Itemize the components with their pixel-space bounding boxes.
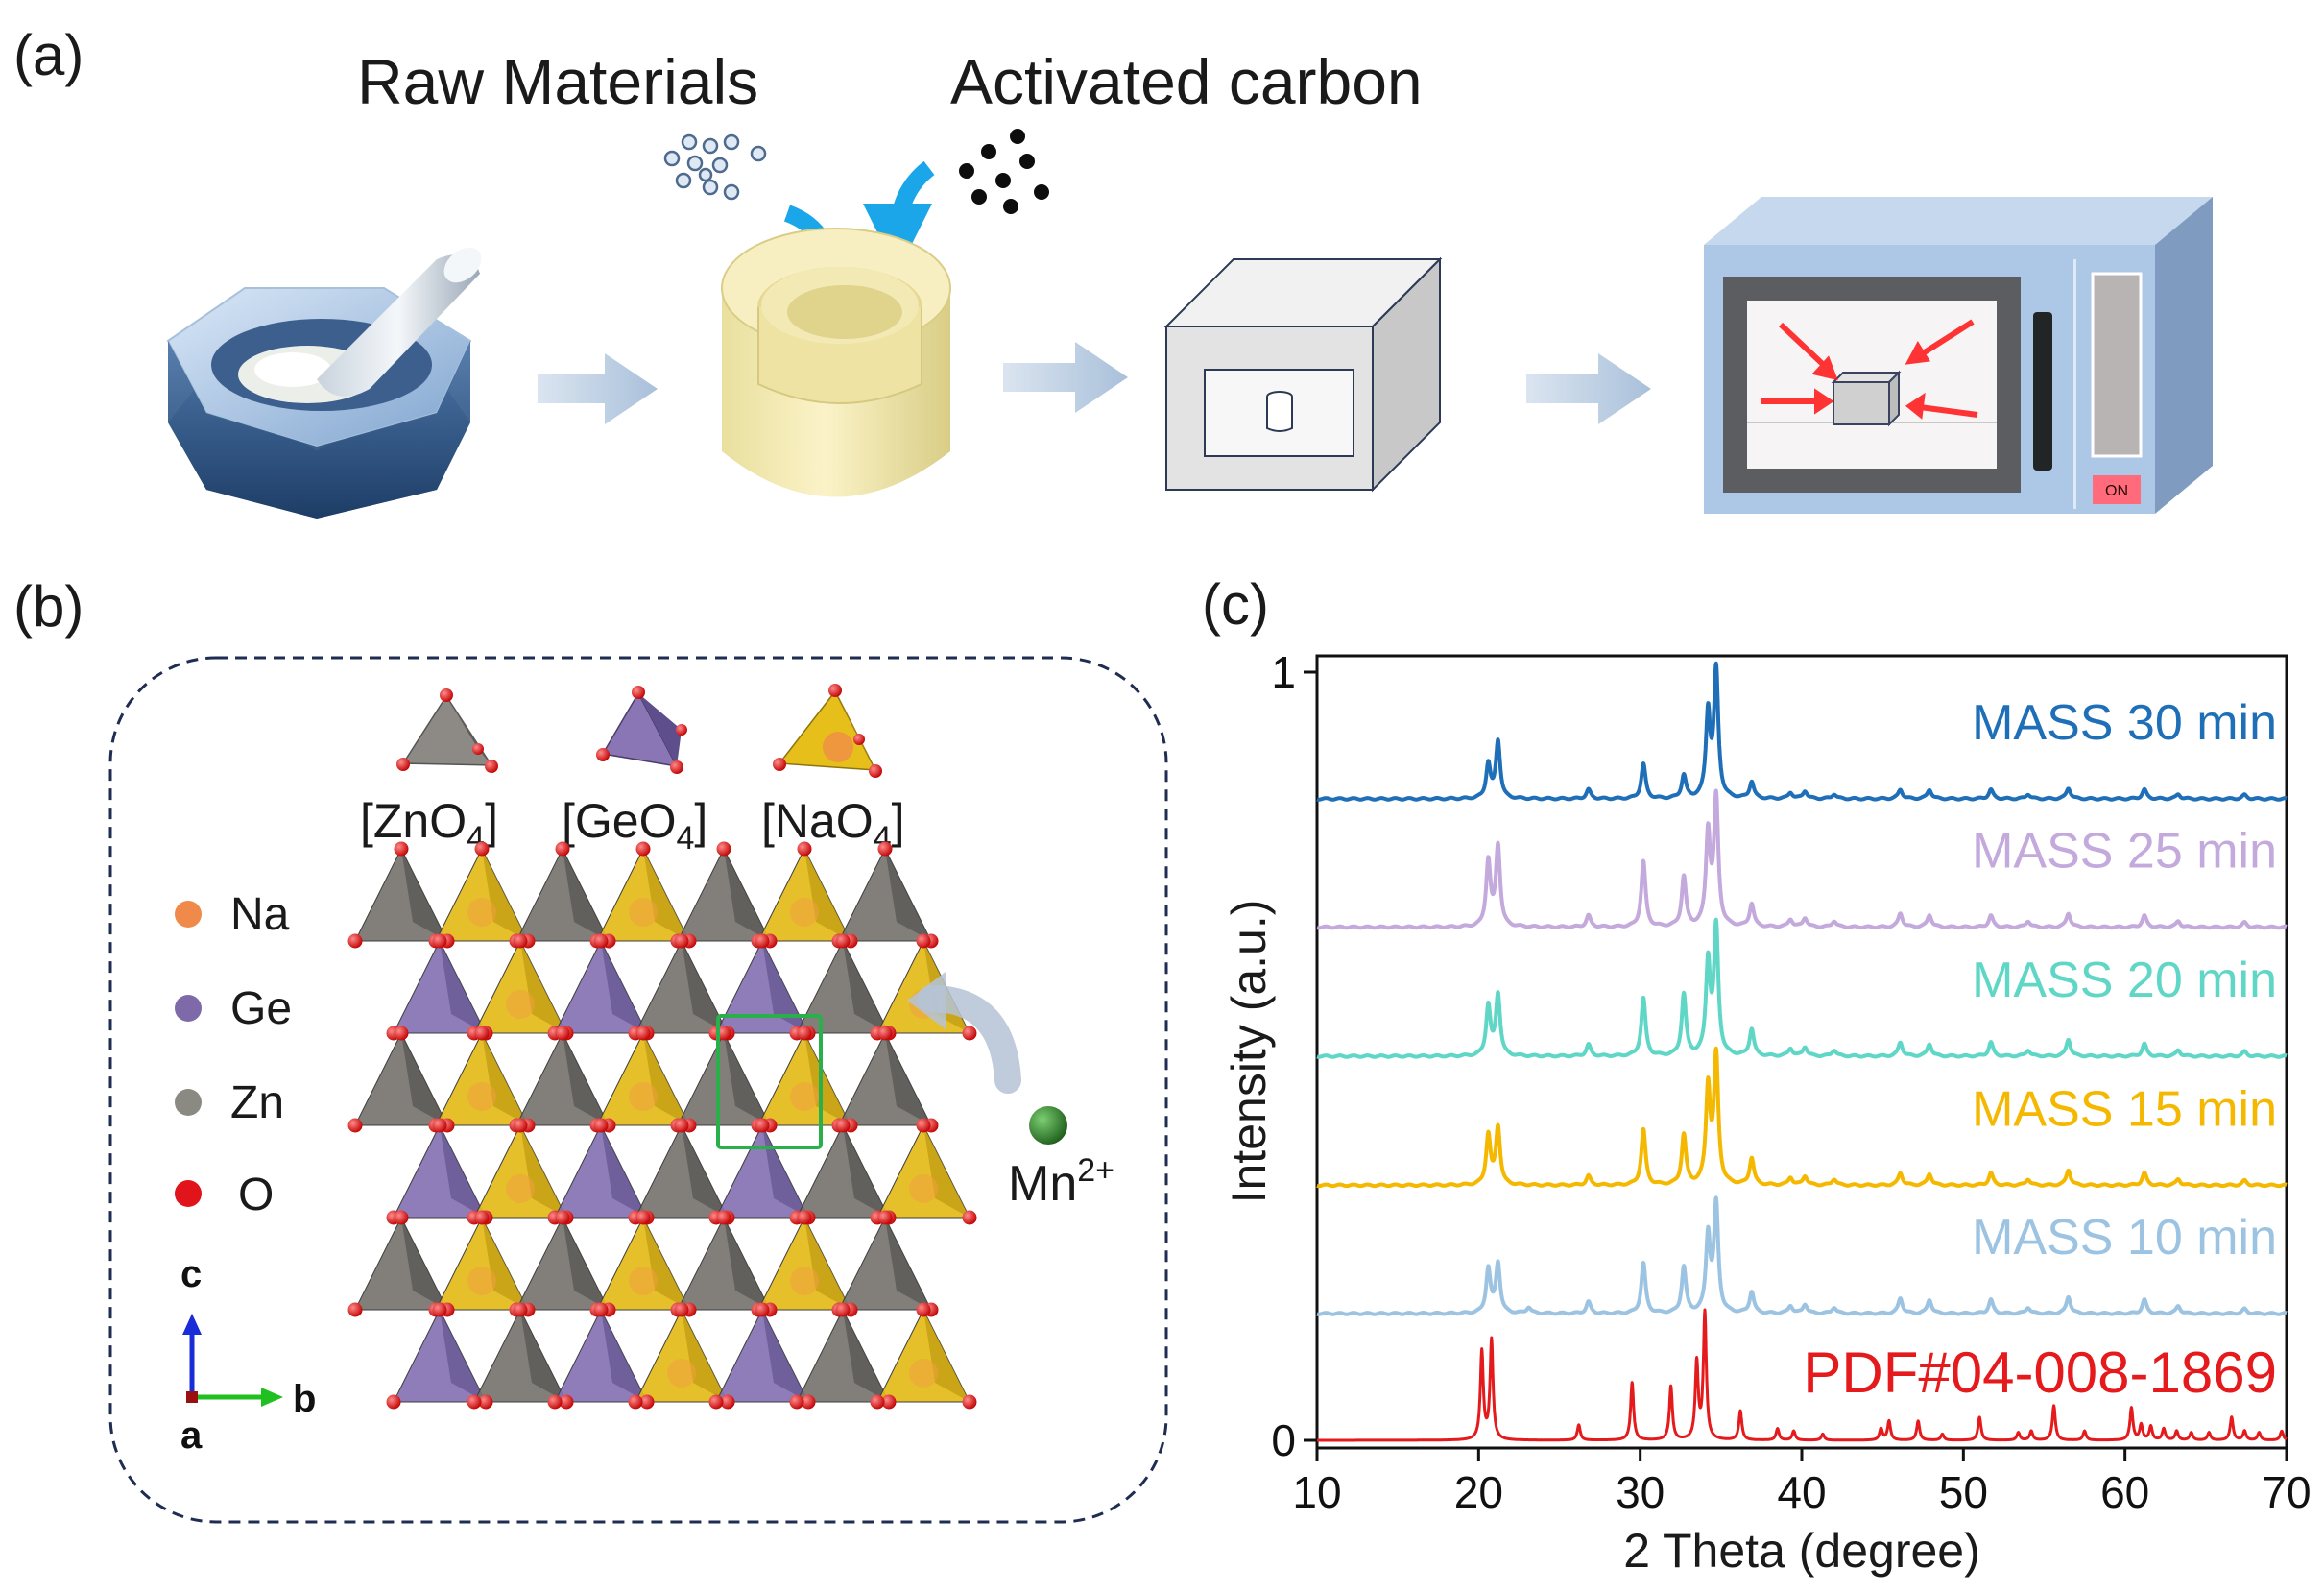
x-tick-label: 20	[1454, 1467, 1503, 1517]
raw-materials-particles-icon	[663, 133, 767, 201]
crystal-axes-icon: c b a	[180, 1253, 316, 1457]
activated-carbon-label: Activated carbon	[950, 46, 1423, 117]
unit-cell-box	[716, 1014, 823, 1149]
flow-arrow-1-icon	[538, 353, 658, 424]
series-label-3: MASS 20 min	[1972, 953, 2277, 1008]
microwave-icon: ON	[1704, 197, 2213, 514]
zno4-tetrahedron-icon	[396, 688, 498, 773]
axis-c-label: c	[180, 1253, 202, 1295]
axis-a-label: a	[180, 1414, 203, 1457]
y-axis-label: Intensity (a.u.)	[1222, 900, 1276, 1204]
axis-b-label: b	[293, 1378, 316, 1420]
na-atom-icon	[175, 901, 202, 928]
series-label-1: MASS 30 min	[1972, 695, 2277, 751]
dopant-arrow-icon	[918, 985, 1021, 1094]
atom-legend: Na Ge Zn O	[175, 889, 292, 1220]
series-label-4: MASS 15 min	[1972, 1081, 2277, 1137]
flow-arrow-2-icon	[1003, 342, 1128, 413]
legend-o-label: O	[238, 1170, 274, 1220]
on-button-label: ON	[2105, 483, 2128, 499]
series-line-4	[1315, 1046, 2288, 1189]
series-label-5: MASS 10 min	[1972, 1210, 2277, 1266]
series-label-6: PDF#04-008-1869	[1803, 1340, 2277, 1405]
ge-atom-icon	[175, 995, 202, 1022]
mn-ion-icon	[1029, 1106, 1067, 1145]
x-tick-label: 40	[1777, 1467, 1826, 1517]
furnace-icon	[1163, 256, 1443, 493]
mn-label: Mn2+	[1008, 1152, 1114, 1212]
polyhedra-icons	[396, 684, 882, 778]
geo4-tetrahedron-icon	[596, 686, 687, 774]
zno4-label: [ZnO4]	[360, 794, 498, 857]
x-tick-label: 10	[1292, 1467, 1341, 1517]
geo4-label: [GeO4]	[562, 794, 707, 857]
x-tick-label: 50	[1939, 1467, 1988, 1517]
x-axis-label: 2 Theta (degree)	[1623, 1524, 1980, 1578]
panel-c-label: (c)	[1202, 572, 1269, 637]
legend-ge-label: Ge	[230, 983, 292, 1034]
series-line-3	[1315, 917, 2288, 1059]
legend-zn-label: Zn	[230, 1077, 284, 1128]
crystal-lattice	[347, 841, 977, 1410]
activated-carbon-particles-icon	[959, 129, 1049, 214]
panel-b-label: (b)	[13, 574, 84, 639]
x-tick-label: 60	[2100, 1467, 2149, 1517]
crucible-icon	[721, 228, 951, 497]
legend-na-label: Na	[230, 889, 290, 940]
nao4-tetrahedron-icon	[773, 684, 882, 778]
y-axis-ticks: 01	[1271, 647, 1317, 1465]
zn-atom-icon	[175, 1089, 202, 1116]
flow-arrow-3-icon	[1526, 353, 1651, 424]
raw-materials-label: Raw Materials	[357, 46, 758, 117]
panel-a: (a) Raw Materials Activated carbon	[13, 23, 2213, 519]
series-line-1	[1315, 661, 2288, 802]
series-line-5	[1315, 1195, 2288, 1316]
x-axis-ticks: 10 20 30 40 50 60 70	[1292, 1448, 2312, 1517]
nao4-label: [NaO4]	[761, 794, 905, 857]
series-line-2	[1315, 788, 2288, 930]
y-tick-label: 0	[1271, 1415, 1296, 1465]
series-label-2: MASS 25 min	[1972, 824, 2277, 880]
panel-a-label: (a)	[13, 23, 84, 87]
structure-frame	[108, 656, 1168, 1524]
x-tick-label: 30	[1616, 1467, 1665, 1517]
dopant-arrow-head-icon	[907, 972, 946, 1029]
x-tick-label: 70	[2262, 1467, 2311, 1517]
panel-b: (b) [ZnO4] [GeO4] [NaO4]	[13, 574, 1168, 1524]
o-atom-icon	[175, 1180, 202, 1207]
arrow-carbon-into-crucible-icon	[863, 160, 935, 273]
xrd-series	[1315, 661, 2288, 1442]
y-tick-label: 1	[1271, 647, 1296, 697]
mortar-pestle-icon	[166, 247, 482, 519]
series-line-6	[1315, 1308, 2288, 1442]
